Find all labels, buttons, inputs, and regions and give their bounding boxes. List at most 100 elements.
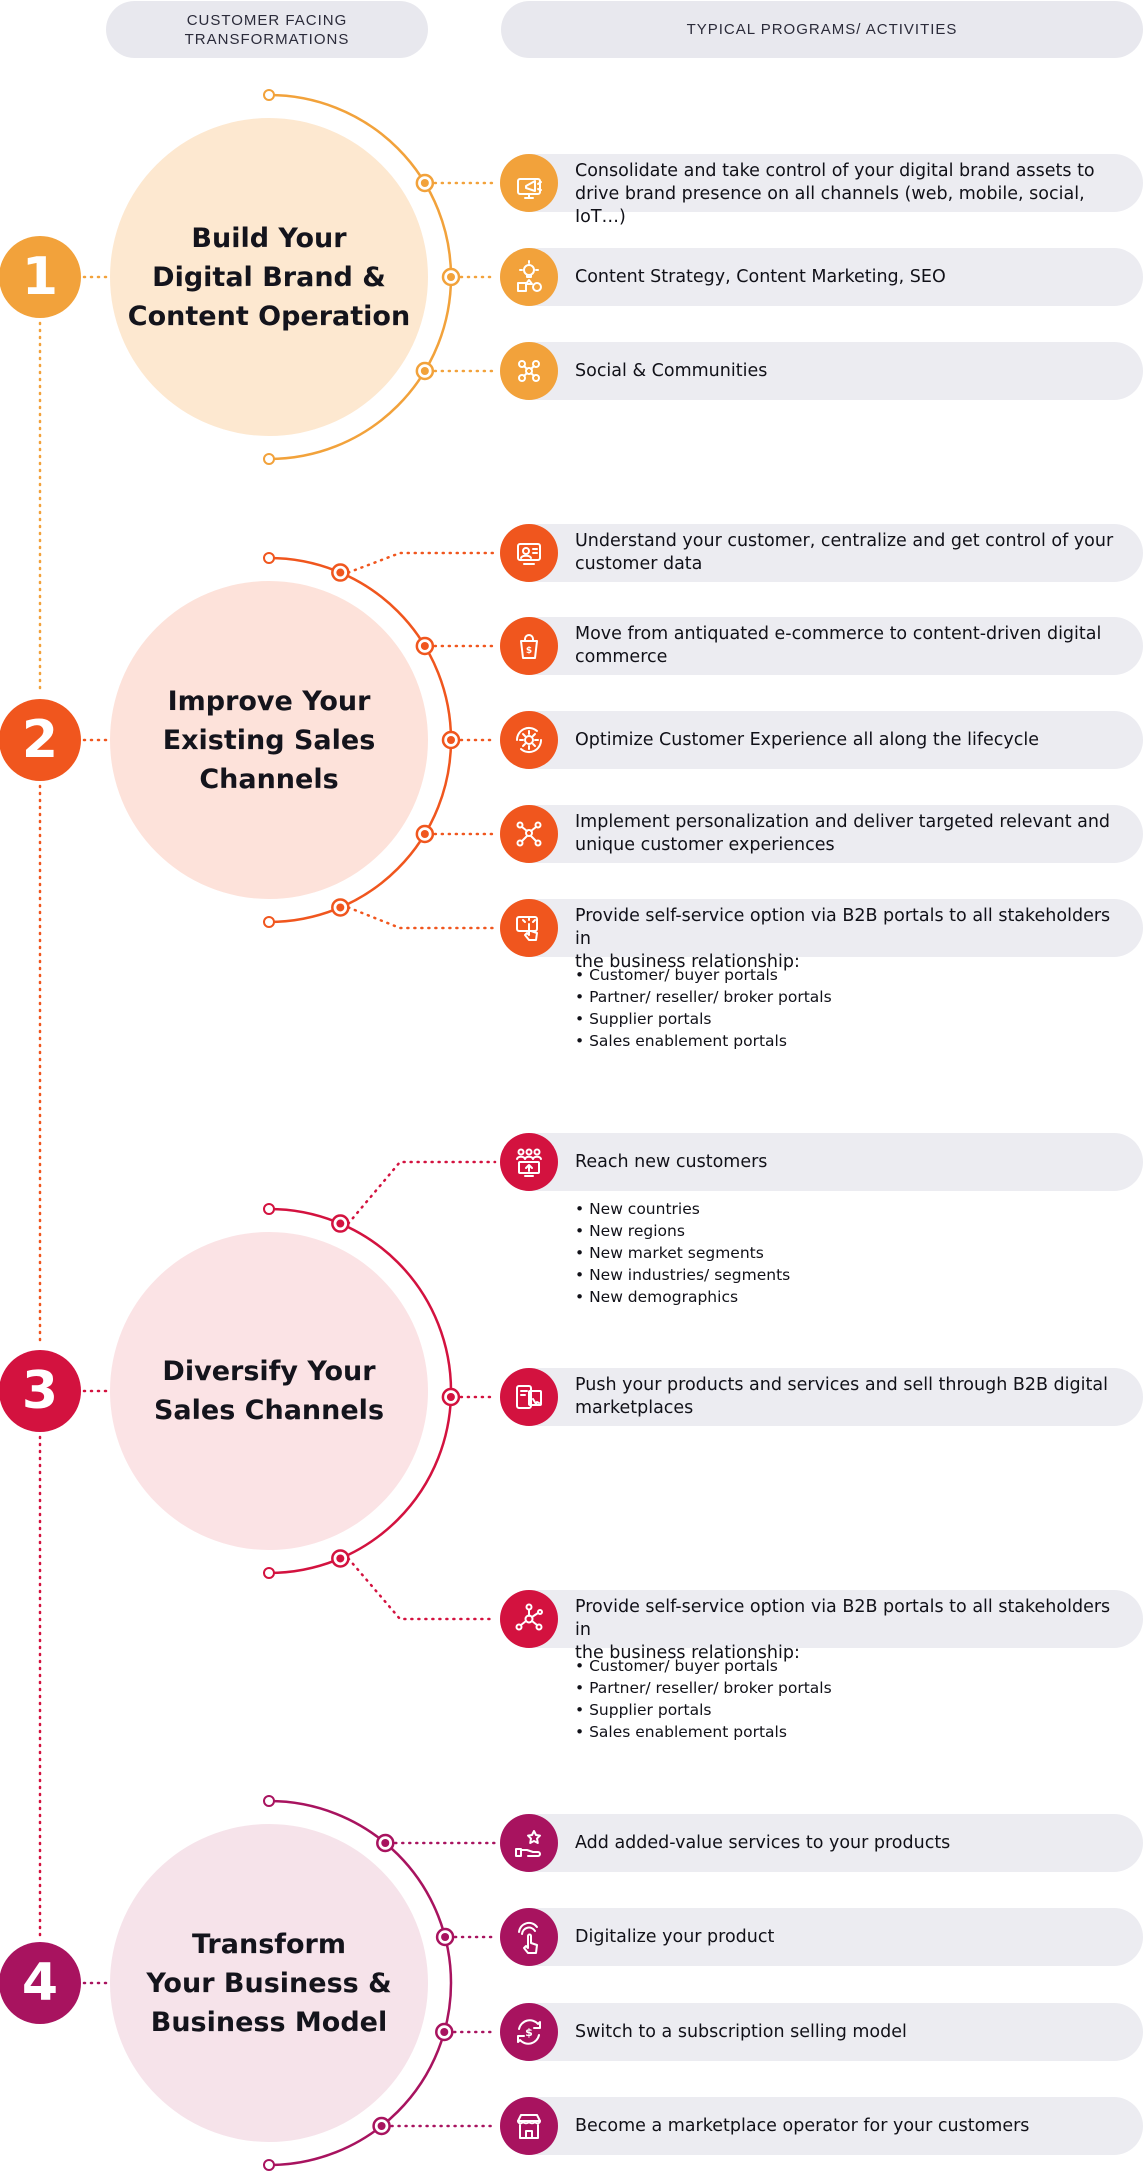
activity-pill xyxy=(500,2003,1143,2061)
arc-node-dot xyxy=(336,568,345,577)
activity-bullet: • New regions xyxy=(575,1222,685,1240)
activity-bullet: • Supplier portals xyxy=(575,1010,712,1028)
social-network-icon xyxy=(500,342,558,400)
header-right-label: TYPICAL PROGRAMS/ ACTIVITIES xyxy=(686,21,958,38)
activity-connector xyxy=(347,1160,497,1225)
activity-bullet: • Customer/ buyer portals xyxy=(575,966,778,984)
stage-number-badge: 1 xyxy=(0,236,81,318)
activity-bullet: • Sales enablement portals xyxy=(575,1032,787,1050)
gear-cycle-icon xyxy=(500,711,558,769)
activity-text: Switch to a subscription selling model xyxy=(575,2021,907,2042)
activity-pill xyxy=(500,342,1143,400)
arc-node-dot xyxy=(440,2028,449,2036)
activity-text: Push your products and services and sell… xyxy=(575,1375,1108,1418)
stage-title: Transform Your Business & Business Model xyxy=(146,1928,392,2038)
customer-data-icon xyxy=(500,524,558,582)
activity-text: Consolidate and take control of your dig… xyxy=(575,161,1095,227)
storefront-icon xyxy=(500,2097,558,2155)
hub-network-icon xyxy=(500,1590,558,1648)
stage-circle: Build Your Digital Brand & Content Opera… xyxy=(110,118,428,436)
activity-connector xyxy=(347,1557,497,1621)
arc-endpoint xyxy=(263,2159,275,2171)
activity-bullet-list: • Customer/ buyer portals • Partner/ rese… xyxy=(575,1655,1095,1743)
svg-text:$: $ xyxy=(526,646,532,656)
activity-text: Understand your customer, centralize and… xyxy=(575,531,1114,574)
arc-node-dot xyxy=(377,2122,386,2130)
activity-pill xyxy=(500,1908,1143,1966)
stage-circle: Transform Your Business & Business Model xyxy=(110,1824,428,2142)
activity-pill xyxy=(500,805,1143,863)
personalization-network-icon xyxy=(500,805,558,863)
megaphone-screen-icon xyxy=(500,154,558,212)
activity-pill xyxy=(500,524,1143,582)
subscription-cycle-icon: $ xyxy=(500,2003,558,2061)
arc-endpoint xyxy=(263,1203,275,1215)
stage-circle: Diversify Your Sales Channels xyxy=(110,1232,428,1550)
activity-bullet: • New industries/ segments xyxy=(575,1266,791,1284)
activity-pill xyxy=(500,1590,1143,1648)
stage-title: Build Your Digital Brand & Content Opera… xyxy=(127,222,411,332)
header-customer-facing-transformations: CUSTOMER FACING TRANSFORMATIONS xyxy=(106,1,428,58)
arc-node-dot xyxy=(420,179,429,187)
lightbulb-shapes-icon xyxy=(500,248,558,306)
arc-node-dot xyxy=(446,1393,455,1401)
activity-bullet-list: • Customer/ buyer portals • Partner/ rese… xyxy=(575,964,1095,1052)
activity-bullet: • New market segments xyxy=(575,1244,764,1262)
header-left-label: CUSTOMER FACING TRANSFORMATIONS xyxy=(184,11,350,48)
activity-connector xyxy=(347,551,497,574)
activity-bullet-list: • New countries • New regions • New market… xyxy=(575,1198,1095,1308)
activity-pill xyxy=(500,617,1143,675)
activity-bullet: • New countries xyxy=(575,1200,700,1218)
arc-node-dot xyxy=(420,642,429,650)
arc-node-dot xyxy=(447,736,455,744)
touch-portal-icon xyxy=(500,899,558,957)
activity-pill xyxy=(500,2097,1143,2155)
hand-star-icon xyxy=(500,1814,558,1872)
activity-bullet: • Partner/ reseller/ broker portals xyxy=(575,988,832,1006)
shopping-bag-icon: $ xyxy=(500,617,558,675)
arc-node-dot xyxy=(447,273,455,281)
activity-bullet: • Partner/ reseller/ broker portals xyxy=(575,1679,832,1697)
activity-pill xyxy=(500,1368,1143,1426)
arc-endpoint xyxy=(263,552,275,564)
activity-text: Provide self-service option via B2B port… xyxy=(575,906,1111,972)
svg-text:$: $ xyxy=(525,2026,533,2039)
stage-number-badge: 2 xyxy=(0,699,81,781)
arc-endpoint xyxy=(263,89,275,101)
arc-node-dot xyxy=(336,903,345,912)
activity-text: Add added-value services to your product… xyxy=(575,1832,951,1853)
activity-text: Move from antiquated e-commerce to conte… xyxy=(575,624,1102,667)
activity-bullet: • Supplier portals xyxy=(575,1701,712,1719)
stage-number-badge: 3 xyxy=(0,1350,81,1432)
arc-endpoint xyxy=(263,1795,275,1807)
activity-text: Social & Communities xyxy=(575,360,768,381)
arc-node-dot xyxy=(420,367,429,375)
marketplace-devices-icon xyxy=(500,1368,558,1426)
activity-text: Content Strategy, Content Marketing, SEO xyxy=(575,266,946,287)
activity-text: Provide self-service option via B2B port… xyxy=(575,1597,1111,1663)
activity-connector xyxy=(347,906,497,930)
arc-node-dot xyxy=(441,1933,450,1941)
activity-text: Reach new customers xyxy=(575,1151,768,1172)
header-typical-programs-activities: TYPICAL PROGRAMS/ ACTIVITIES xyxy=(501,1,1143,58)
arc-node-dot xyxy=(336,1219,345,1228)
activity-bullet: • New demographics xyxy=(575,1288,739,1306)
activity-pill xyxy=(500,711,1143,769)
activity-pill xyxy=(500,899,1143,957)
stage-title: Diversify Your Sales Channels xyxy=(153,1356,385,1426)
activity-pill xyxy=(500,154,1143,212)
stage-circle: Improve Your Existing Sales Channels xyxy=(110,581,428,899)
arc-node-dot xyxy=(336,1554,345,1563)
activity-text: Become a marketplace operator for your c… xyxy=(575,2115,1030,2136)
new-customers-icon xyxy=(500,1133,558,1191)
activity-text: Optimize Customer Experience all along t… xyxy=(575,729,1039,750)
arc-endpoint xyxy=(263,1567,275,1579)
arc-endpoint xyxy=(263,453,275,465)
arc-endpoint xyxy=(263,916,275,928)
activity-pill xyxy=(500,1814,1143,1872)
activity-bullet: • Customer/ buyer portals xyxy=(575,1657,778,1675)
stage-title: Improve Your Existing Sales Channels xyxy=(162,685,376,795)
touch-digital-icon xyxy=(500,1908,558,1966)
